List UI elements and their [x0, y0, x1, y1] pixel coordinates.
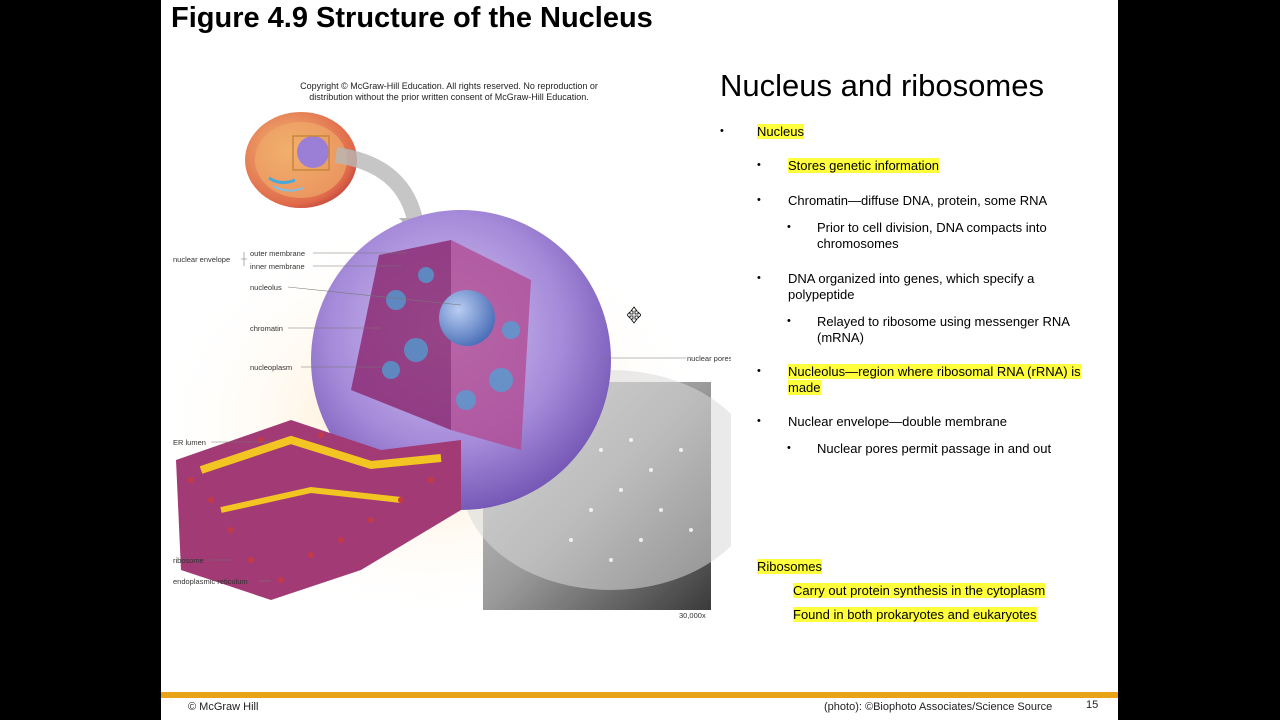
label-magnification: 30,000x	[679, 611, 706, 620]
ribosomes-heading: Ribosomes	[757, 559, 823, 574]
copyright-notice: Copyright © McGraw-Hill Education. All r…	[300, 81, 598, 102]
bullet-mrna: Relayed to ribosome using messenger RNA …	[817, 314, 1070, 345]
ribosomes-item-synthesis: Carry out protein synthesis in the cytop…	[793, 583, 1046, 598]
slide-number: 15	[1086, 699, 1099, 711]
cell-thumbnail	[245, 112, 357, 208]
nucleus-figure: nuclear envelope outer membrane inner me…	[161, 112, 731, 620]
label-nuclear-envelope: nuclear envelope	[173, 255, 230, 264]
slide-heading: Nucleus and ribosomes	[720, 68, 1044, 103]
label-endoplasmic-reticulum: endoplasmic reticulum	[173, 577, 248, 586]
label-nuclear-pores: nuclear pores	[687, 354, 731, 363]
move-cursor-icon	[627, 306, 641, 324]
endoplasmic-reticulum-illustration	[176, 420, 461, 600]
bullet-chromatin: Chromatin—diffuse DNA, protein, some RNA	[788, 193, 1048, 208]
nucleus-sphere	[311, 210, 611, 510]
label-nucleolus: nucleolus	[250, 283, 282, 292]
bullet-stores-genetic-info: Stores genetic information	[788, 158, 940, 173]
bullet-dna-compacts: Prior to cell division, DNA compacts int…	[817, 220, 1047, 251]
label-ribosome: ribosome	[173, 556, 204, 565]
slide: Figure 4.9 Structure of the Nucleus Copy…	[161, 0, 1118, 720]
bullet-nucleolus: Nucleolus—region where ribosomal RNA (rR…	[788, 364, 1081, 395]
label-chromatin: chromatin	[250, 324, 283, 333]
bullet-nuclear-pores: Nuclear pores permit passage in and out	[817, 441, 1052, 456]
label-inner-membrane: inner membrane	[250, 262, 305, 271]
ribosomes-item-found: Found in both prokaryotes and eukaryotes	[793, 607, 1037, 622]
footer-bar	[161, 692, 1118, 698]
label-outer-membrane: outer membrane	[250, 249, 305, 258]
label-er-lumen: ER lumen	[173, 438, 206, 447]
slide-title: Figure 4.9 Structure of the Nucleus	[171, 2, 653, 34]
footer-copyright: © McGraw Hill	[188, 701, 259, 713]
bullet-nuclear-envelope: Nuclear envelope—double membrane	[788, 414, 1007, 429]
label-nucleoplasm: nucleoplasm	[250, 363, 292, 372]
bullet-dna-genes: DNA organized into genes, which specify …	[788, 271, 1035, 302]
bullet-nucleus: Nucleus	[757, 124, 804, 139]
footer-photo-credit: (photo): ©Biophoto Associates/Science So…	[824, 701, 1053, 713]
